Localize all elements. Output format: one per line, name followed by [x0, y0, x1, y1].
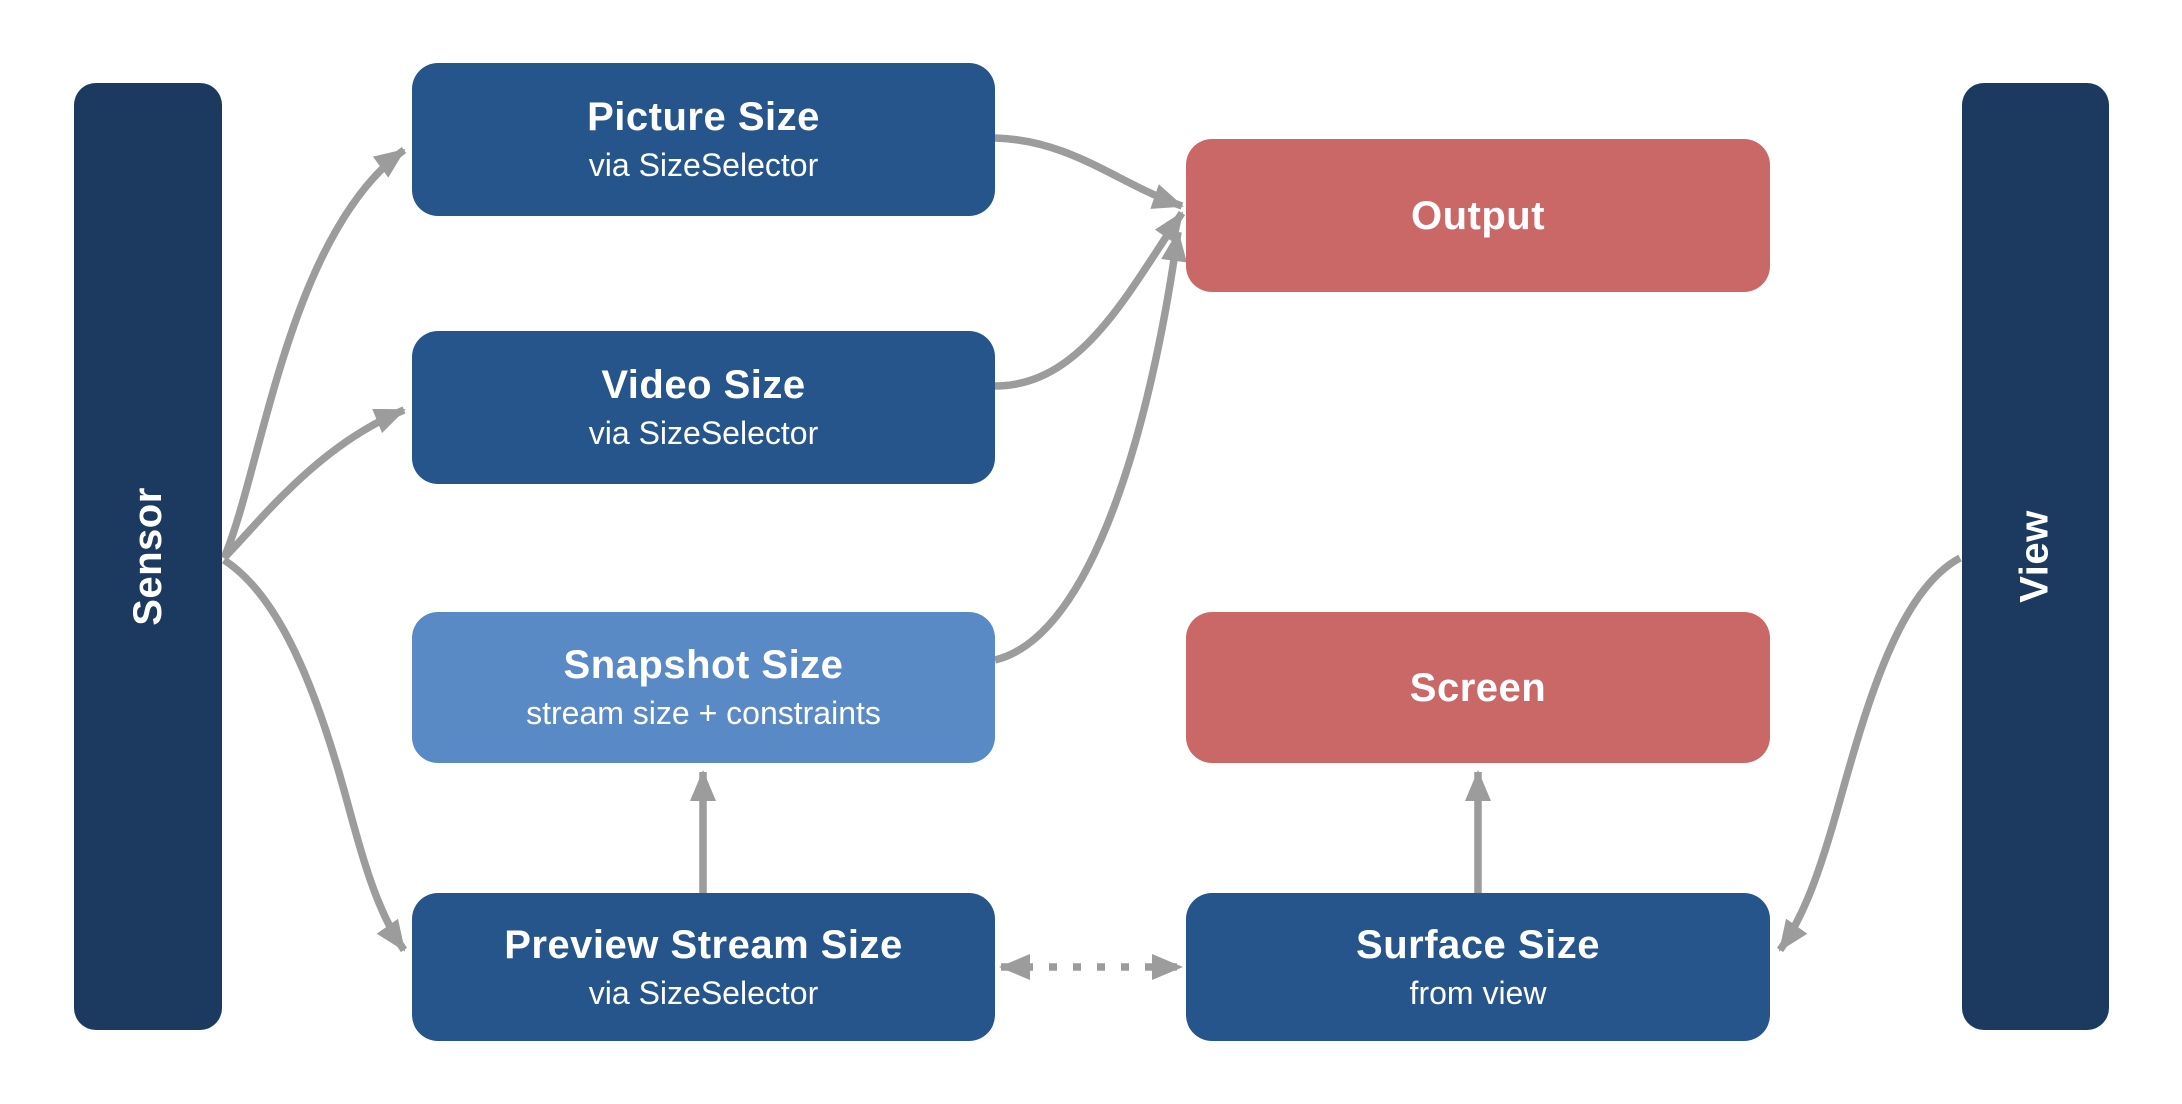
- node-preview-stream-size: Preview Stream Size via SizeSelector: [412, 893, 995, 1041]
- arrow-snapshot-size-to-output: [994, 230, 1187, 664]
- node-surface-size: Surface Size from view: [1186, 893, 1770, 1041]
- arrow-video-size-to-output: [994, 210, 1186, 390]
- view-bar: View: [1962, 83, 2109, 1030]
- node-snapshot-size-title: Snapshot Size: [563, 643, 844, 688]
- node-video-size-subtitle: via SizeSelector: [588, 415, 819, 452]
- node-snapshot-size-subtitle: stream size + constraints: [526, 695, 881, 732]
- arrow-picture-size-to-output: [994, 134, 1184, 210]
- arrow-sensor-to-video-size: [221, 406, 406, 561]
- node-output-title: Output: [1410, 193, 1546, 238]
- node-picture-size-subtitle: via SizeSelector: [588, 147, 819, 184]
- node-video-size-title: Video Size: [601, 363, 806, 408]
- node-picture-size: Picture Size via SizeSelector: [412, 63, 995, 216]
- arrow-sensor-to-preview-stream-size: [221, 556, 408, 953]
- arrow-view-to-surface-size: [1776, 554, 1962, 953]
- node-screen-title: Screen: [1409, 665, 1547, 710]
- arrow-sensor-to-picture-size: [220, 146, 407, 560]
- node-preview-stream-size-subtitle: via SizeSelector: [588, 974, 819, 1011]
- sensor-bar-label: Sensor: [125, 487, 170, 626]
- node-surface-size-subtitle: from view: [1409, 974, 1547, 1011]
- view-bar-label: View: [2013, 510, 2057, 603]
- node-screen: Screen: [1186, 612, 1770, 763]
- node-preview-stream-size-title: Preview Stream Size: [504, 922, 903, 967]
- node-snapshot-size: Snapshot Size stream size + constraints: [412, 612, 995, 763]
- node-video-size: Video Size via SizeSelector: [412, 331, 995, 484]
- node-surface-size-title: Surface Size: [1356, 922, 1600, 967]
- node-output: Output: [1186, 139, 1770, 292]
- sensor-bar: Sensor: [74, 83, 222, 1030]
- node-picture-size-title: Picture Size: [587, 95, 820, 140]
